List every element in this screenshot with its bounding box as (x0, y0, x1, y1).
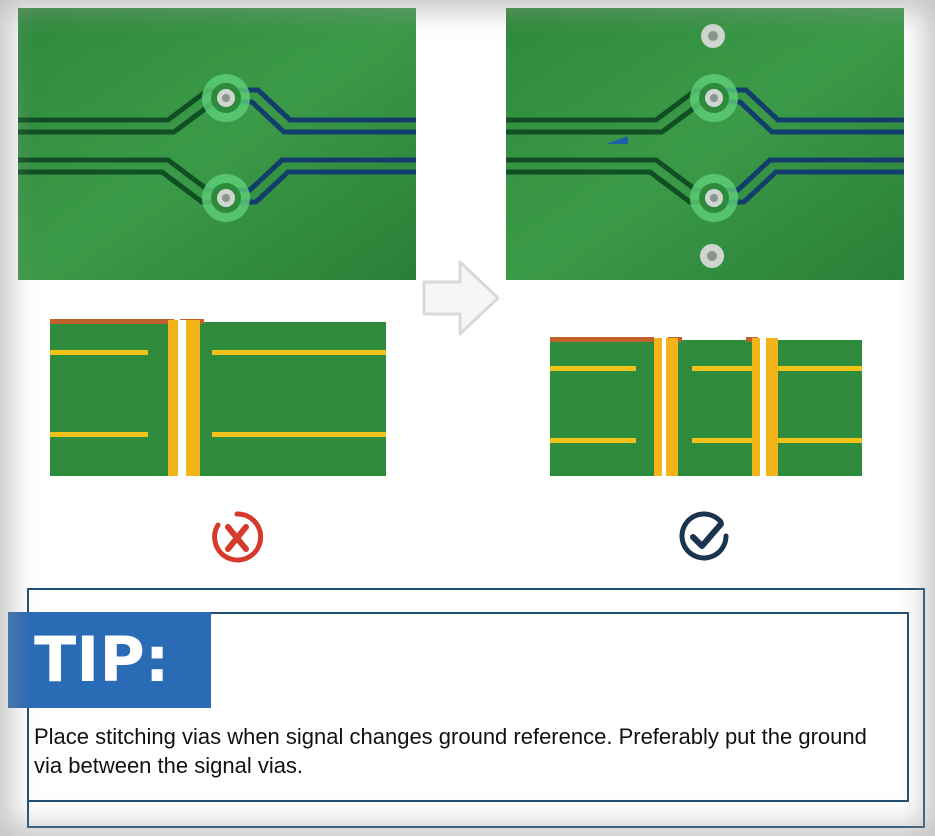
signal-layer-trace (550, 366, 636, 371)
signal-via-bottom (202, 174, 250, 222)
signal-via-top (202, 74, 250, 122)
signal-layer-trace (212, 432, 386, 437)
pcb-with-stitching-vias (506, 8, 904, 280)
tip-text: Place stitching vias when signal changes… (34, 724, 867, 778)
board-cross-section (550, 340, 862, 476)
x-circle-icon (210, 510, 264, 564)
signal-via-barrel (654, 338, 662, 476)
board-cross-section (50, 322, 386, 476)
signal-via-barrel (666, 338, 678, 476)
signal-layer-trace (212, 350, 386, 355)
stitching-via-bottom (700, 244, 724, 268)
stackup-cross-section-without-stitching (48, 316, 388, 481)
board-surface (18, 8, 416, 280)
pcb-without-stitching-vias (18, 8, 416, 280)
stackup-cross-section-with-stitching (548, 334, 864, 480)
signal-layer-trace (50, 350, 148, 355)
signal-via-barrel (186, 320, 200, 476)
signal-layer-trace (778, 366, 862, 371)
signal-layer-trace (550, 438, 636, 443)
signal-layer-trace (692, 438, 752, 443)
signal-via-top (690, 74, 738, 122)
stitching-via-barrel (752, 338, 760, 476)
signal-via-bottom (690, 174, 738, 222)
signal-layer-trace (50, 432, 148, 437)
signal-via-barrel (168, 320, 178, 476)
right-arrow-icon (420, 258, 502, 338)
signal-layer-trace (778, 438, 862, 443)
check-circle-icon (677, 510, 731, 564)
tip-badge: TIP: (8, 612, 211, 708)
stitching-via-barrel (766, 338, 778, 476)
stitching-via-top (701, 24, 725, 48)
signal-layer-trace (692, 366, 752, 371)
board-surface (506, 8, 904, 280)
